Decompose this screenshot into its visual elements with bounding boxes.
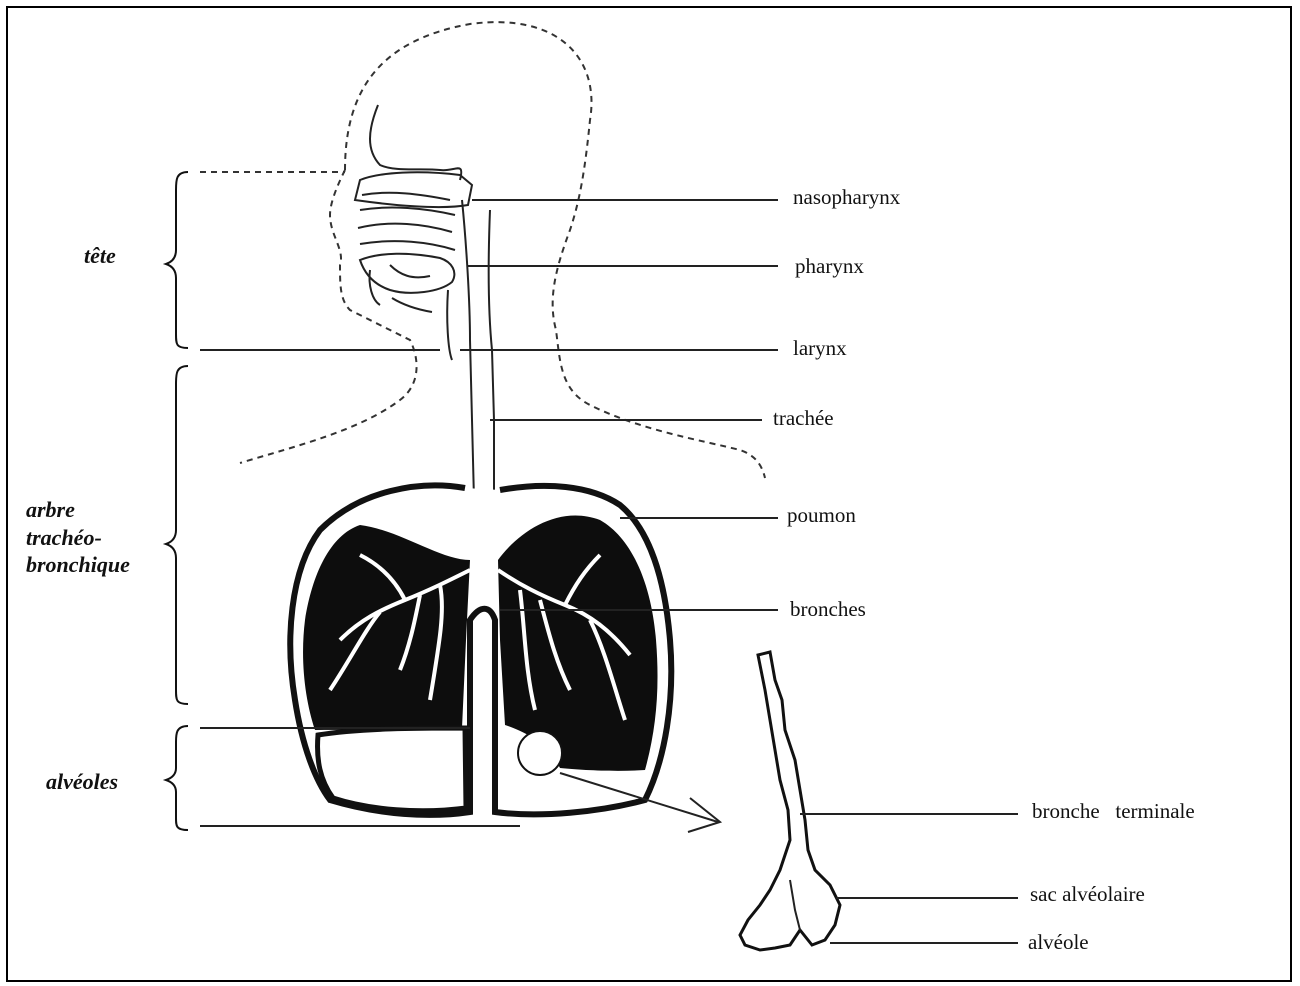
label-trachee: trachée — [773, 408, 834, 429]
label-alveole: alvéole — [1028, 932, 1089, 953]
label-nasopharynx: nasopharynx — [793, 187, 900, 208]
left-lung-tissue — [303, 525, 470, 730]
region-label-arbre: arbre trachéo- bronchique — [26, 496, 130, 579]
head-outline — [345, 22, 765, 478]
region-label-tete: tête — [84, 242, 116, 270]
lungs — [290, 485, 671, 814]
neck-left-outline — [240, 170, 417, 463]
region-label-alveoles: alvéoles — [46, 768, 118, 796]
brace-alveoles — [166, 726, 188, 830]
region-label-arbre-line3: bronchique — [26, 551, 130, 579]
nasal-cavity — [355, 105, 472, 312]
label-larynx: larynx — [793, 338, 847, 359]
label-bronches: bronches — [790, 599, 866, 620]
brace-arbre — [166, 366, 188, 704]
left-lung-base — [318, 728, 466, 811]
label-pharynx: pharynx — [795, 256, 864, 277]
region-label-arbre-line1: arbre — [26, 496, 130, 524]
label-sac-alveolaire: sac alvéolaire — [1030, 884, 1145, 905]
brace-tete — [166, 172, 188, 348]
alveoli-zoom-circle — [518, 731, 562, 775]
terminal-bronchus-detail — [740, 652, 840, 950]
label-bronche-terminale: bronche terminale — [1032, 801, 1195, 822]
label-poumon: poumon — [787, 505, 856, 526]
region-label-arbre-line2: trachéo- — [26, 524, 130, 552]
